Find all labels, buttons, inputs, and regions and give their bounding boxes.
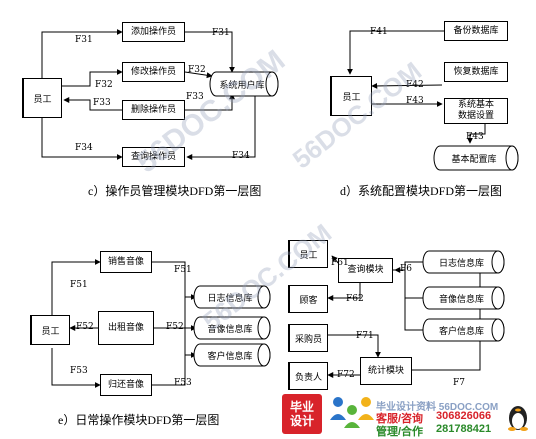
footer-logo-top: 毕业: [289, 400, 314, 414]
c-process-delete: 删除操作员: [122, 100, 185, 120]
c-process-delete-label: 删除操作员: [130, 104, 176, 115]
f-flow-f71: F71: [356, 331, 374, 341]
c-entity-employee: 员工: [22, 78, 62, 118]
footer-line1-label: 客服/咨询: [376, 413, 424, 425]
c-entity-label: 员工: [33, 94, 52, 105]
d-store-config: 基本配置库: [436, 146, 512, 170]
d-flow-f42: F42: [406, 80, 424, 90]
e-process-sell: 销售音像: [100, 251, 152, 273]
e-store-customer: 客户信息库: [196, 344, 264, 366]
d-caption: d）系统配置模块DFD第一层图: [340, 184, 503, 198]
e-store-media: 音像信息库: [196, 317, 264, 339]
e-flow-f51-a: F51: [70, 280, 88, 290]
c-flow-f32-b: F32: [188, 65, 206, 75]
c-process-add: 添加操作员: [122, 22, 185, 42]
footer-line1-number: 306826066: [436, 410, 492, 422]
c-process-query: 查询操作员: [122, 147, 185, 167]
c-flow-f31-b: F31: [212, 28, 230, 38]
c-store-label: 系统用户库: [219, 80, 265, 91]
e-entity-employee: 员工: [30, 315, 70, 345]
c-process-modify: 修改操作员: [122, 62, 185, 82]
footer-line2-number: 281788421: [436, 423, 492, 435]
c-flow-f31-a: F31: [75, 35, 93, 45]
f-store-media-label: 音像信息库: [438, 294, 484, 305]
c-process-query-label: 查询操作员: [130, 151, 176, 162]
f-entity-customer-label: 顾客: [299, 295, 318, 306]
d-box-settings: 系统基本 数据设置: [444, 98, 508, 124]
f-store-log: 日志信息库: [425, 251, 498, 273]
f-store-log-label: 日志信息库: [438, 258, 484, 269]
f-store-customer: 客户信息库: [425, 319, 498, 341]
e-flow-f53-a: F53: [70, 366, 88, 376]
f-flow-f72: F72: [337, 370, 355, 380]
e-entity-label: 员工: [41, 326, 60, 337]
e-flow-f52-a: F52: [76, 322, 94, 332]
d-box-backup-label: 备份数据库: [453, 25, 499, 36]
f-entity-customer: 顾客: [288, 285, 328, 313]
f-process-stats: 统计模块: [360, 357, 412, 385]
c-flow-f34-b: F34: [232, 151, 250, 161]
footer-logo: 毕业 设计: [282, 394, 322, 434]
footer-line2-label: 管理/合作: [376, 426, 424, 438]
f-entity-employee-label: 员工: [299, 250, 318, 261]
e-process-rent-label: 出租音像: [107, 322, 144, 333]
d-box-settings-label: 系统基本 数据设置: [457, 100, 494, 121]
f-flow-f61: F61: [331, 258, 349, 268]
e-process-return-label: 归还音像: [107, 379, 144, 390]
c-flow-f34-a: F34: [75, 143, 93, 153]
e-process-rent: 出租音像: [98, 311, 154, 345]
f-flow-f6: F6: [400, 264, 412, 274]
c-process-add-label: 添加操作员: [130, 26, 176, 37]
c-flow-f33-b: F33: [186, 92, 204, 102]
f-entity-purchaser-label: 采购员: [294, 334, 322, 345]
e-store-log-label: 日志信息库: [207, 293, 253, 304]
c-flow-f32-a: F32: [95, 80, 113, 90]
f-process-stats-label: 统计模块: [367, 365, 404, 376]
e-flow-f52-b: F52: [166, 322, 184, 332]
e-store-log: 日志信息库: [196, 286, 264, 308]
e-store-customer-label: 客户信息库: [207, 351, 253, 362]
d-box-restore: 恢复数据库: [444, 62, 508, 82]
c-flow-f33-a: F33: [93, 98, 111, 108]
e-process-return: 归还音像: [100, 374, 152, 396]
d-entity-label: 员工: [342, 92, 361, 103]
footer-site: 毕业设计资料 56DOC.COM: [376, 402, 499, 413]
f-entity-employee: 员工: [288, 240, 328, 268]
c-caption: c）操作员管理模块DFD第一层图: [88, 184, 262, 198]
d-flow-f43-b: F43: [466, 132, 484, 142]
f-store-customer-label: 客户信息库: [438, 326, 484, 337]
f-entity-manager: 负责人: [288, 362, 328, 390]
f-flow-f62: F62: [346, 294, 364, 304]
e-flow-f53-b: F53: [174, 378, 192, 388]
f-process-query: 查询模块: [338, 258, 393, 283]
c-store-users: 系统用户库: [212, 72, 272, 96]
e-flow-f51-b: F51: [174, 265, 192, 275]
d-store-label: 基本配置库: [451, 154, 497, 165]
f-entity-manager-label: 负责人: [294, 372, 322, 383]
c-process-modify-label: 修改操作员: [130, 66, 176, 77]
d-flow-f43-a: F43: [406, 96, 424, 106]
f-entity-purchaser: 采购员: [288, 324, 328, 352]
e-process-sell-label: 销售音像: [107, 256, 144, 267]
f-store-media: 音像信息库: [425, 287, 498, 309]
d-entity-employee: 员工: [330, 76, 372, 116]
d-box-backup: 备份数据库: [444, 21, 508, 41]
e-caption: e）日常操作模块DFD第一层图: [58, 413, 220, 427]
e-store-media-label: 音像信息库: [207, 324, 253, 335]
d-flow-f41: F41: [370, 27, 388, 37]
f-process-query-label: 查询模块: [347, 265, 384, 275]
footer-logo-bottom: 设计: [289, 414, 314, 428]
d-box-restore-label: 恢复数据库: [453, 66, 499, 77]
f-flow-f7: F7: [453, 378, 465, 388]
